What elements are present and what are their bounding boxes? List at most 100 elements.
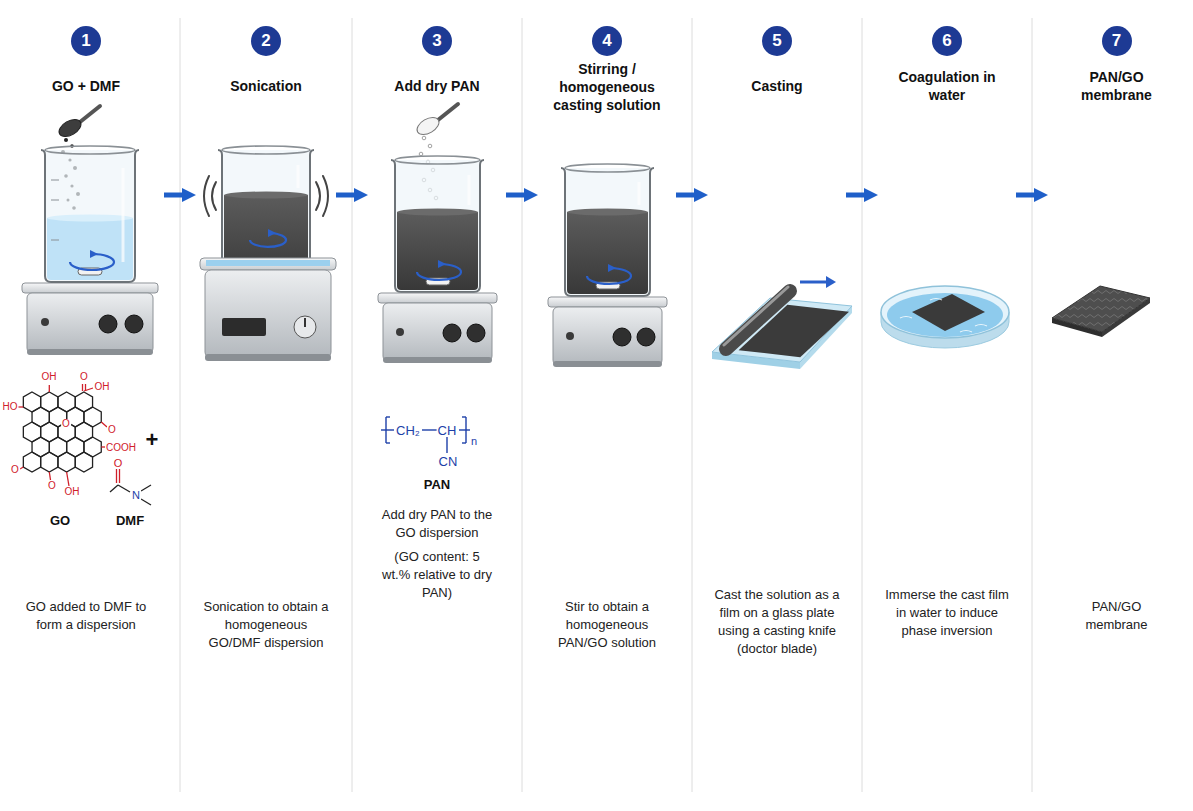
sound-waves	[204, 176, 209, 216]
beaker	[224, 192, 308, 199]
beaker	[51, 240, 59, 241]
beaker	[268, 229, 276, 237]
beaker	[122, 168, 125, 262]
functional-group: O	[10, 465, 20, 475]
ultrasonic-bath	[200, 258, 336, 270]
beaker	[397, 209, 478, 216]
pan-structure	[446, 437, 447, 453]
step-description: Cast the solution as a film on a glass p…	[709, 586, 845, 658]
petri-dish	[975, 325, 987, 327]
beaker	[90, 250, 98, 258]
go-structure	[18, 384, 107, 486]
flow-arrow	[676, 193, 700, 198]
repeat-index: n	[470, 436, 478, 447]
beaker	[391, 156, 484, 292]
step-number: 6	[932, 26, 962, 56]
pan-structure	[459, 429, 470, 430]
beaker	[45, 146, 135, 154]
beaker	[391, 160, 484, 292]
hotplate-stirrer	[467, 324, 485, 342]
hotplate-stirrer	[566, 332, 574, 340]
pan-structure	[462, 416, 466, 417]
beaker	[397, 212, 478, 290]
hotplate-stirrer	[637, 328, 655, 346]
hotplate-stirrer	[99, 315, 117, 333]
beaker	[51, 180, 59, 240]
pan-structure	[386, 442, 390, 443]
beaker	[250, 233, 286, 247]
column-separator	[692, 18, 693, 792]
ultrasonic-bath	[304, 318, 306, 327]
hotplate-stirrer	[27, 293, 153, 353]
casting-knife	[724, 287, 790, 349]
flow-arrow	[1016, 193, 1040, 198]
functional-group: O	[47, 481, 57, 491]
monomer-group: CN	[438, 455, 459, 468]
step-description: Add dry PAN to the GO dispersion	[375, 506, 500, 542]
go-structure	[67, 472, 69, 486]
petri-dish	[960, 331, 972, 333]
hotplate-stirrer	[383, 357, 492, 363]
pan-structure	[381, 417, 470, 453]
ultrasonic-bath	[294, 316, 316, 338]
atom-label: N	[131, 490, 141, 501]
step-column: 5CastingCast the solution as a film on a…	[708, 20, 846, 790]
casting-knife	[724, 287, 788, 345]
membrane-sheet	[1052, 286, 1150, 332]
step-title: PAN/GO membrane	[1072, 68, 1162, 104]
go-structure	[58, 452, 75, 472]
step-description: Sonication to obtain a homogeneous GO/DM…	[199, 598, 334, 652]
petri-dish	[881, 286, 1009, 338]
step-description: (GO content: 5 wt.% relative to dry PAN)	[381, 548, 493, 602]
beaker	[47, 218, 133, 280]
go-structure	[20, 467, 23, 469]
spoon-icon	[414, 114, 442, 138]
hotplate-stirrer	[613, 328, 631, 346]
pan-structure	[381, 429, 394, 430]
go-structure	[18, 406, 23, 407]
hotplate-stirrer	[22, 283, 158, 293]
flow-arrow	[164, 193, 188, 198]
petri-dish	[912, 294, 985, 331]
hotplate-stirrer	[548, 297, 667, 367]
sound-waves	[316, 182, 320, 210]
step-column: 3Add dry PANAdd dry PAN to the GO disper…	[368, 20, 506, 790]
dmf-structure	[119, 469, 120, 483]
plus-sign: +	[145, 429, 160, 451]
dmf-structure	[110, 469, 151, 505]
go-structure	[49, 385, 50, 392]
pan-structure	[385, 417, 386, 443]
column-separator	[180, 18, 181, 792]
step-number: 5	[762, 26, 792, 56]
pan-structure	[422, 429, 437, 430]
dmf-structure	[141, 485, 151, 491]
pan-structure	[462, 442, 466, 443]
step-title: Add dry PAN	[372, 77, 502, 95]
hotplate-stirrer	[41, 318, 49, 326]
beaker	[438, 260, 446, 268]
step-title: Coagulation in water	[897, 68, 997, 104]
direction-arrow	[826, 276, 836, 288]
go-structure	[18, 384, 107, 486]
membrane-sheet	[1052, 286, 1150, 337]
flow-arrow	[506, 193, 530, 198]
step-description: Immerse the cast film in water to induce…	[882, 586, 1012, 640]
column-separator	[522, 18, 523, 792]
functional-group: OH	[64, 487, 81, 497]
beaker	[468, 175, 471, 205]
sound-waves	[323, 176, 328, 216]
petri-dish	[930, 299, 942, 301]
go-structure	[84, 388, 93, 391]
functional-group: OH	[94, 382, 111, 392]
step-description: Stir to obtain a homogeneous PAN/GO solu…	[545, 598, 670, 652]
dmf-structure	[118, 485, 130, 492]
ultrasonic-bath	[205, 270, 331, 358]
compound-name: GO	[49, 514, 71, 527]
monomer-group: CH	[437, 424, 458, 437]
pan-structure	[386, 416, 390, 417]
functional-group: OH	[41, 372, 58, 382]
hotplate-stirrer	[553, 361, 662, 367]
beaker	[297, 165, 300, 188]
pan-structure	[465, 417, 466, 443]
